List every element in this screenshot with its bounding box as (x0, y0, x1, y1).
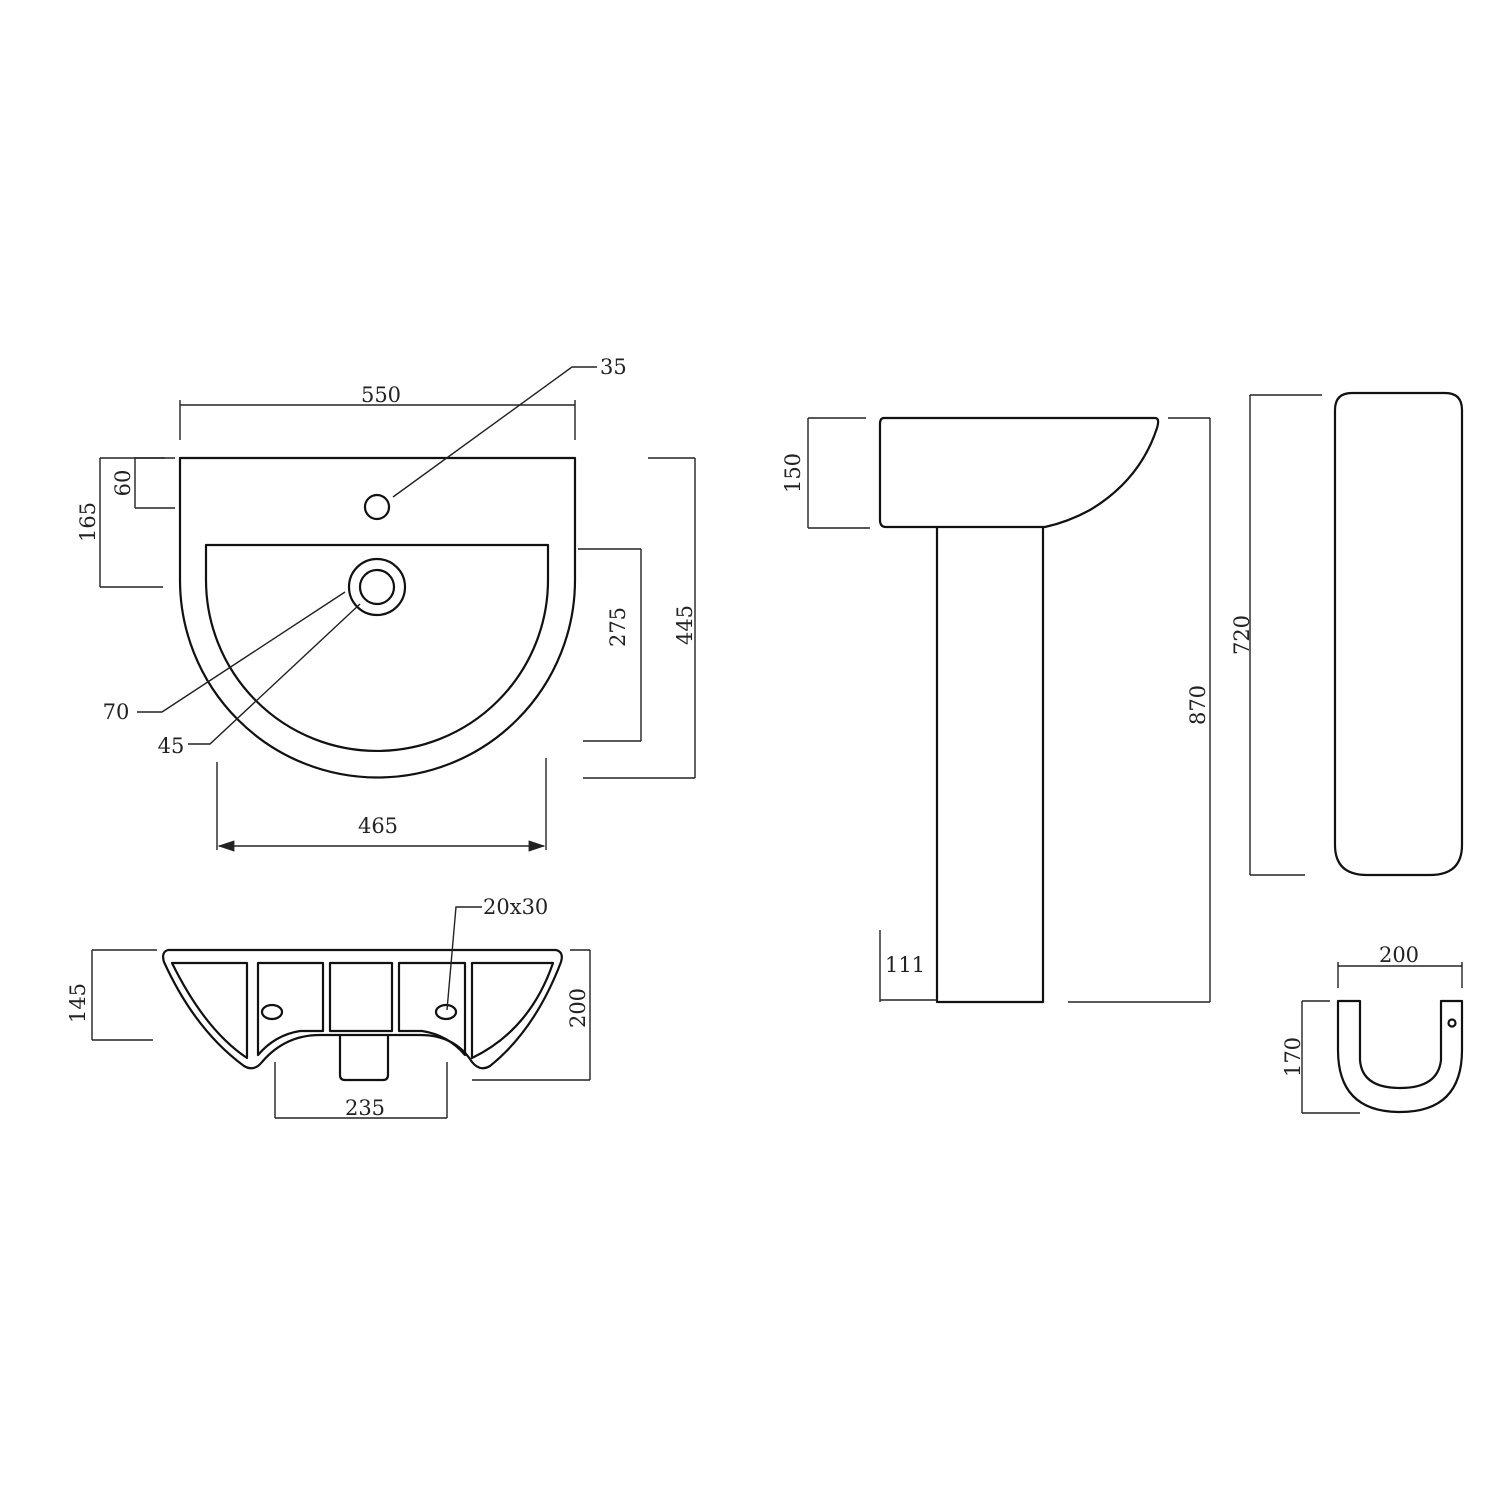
dim-145: 145 (66, 949, 157, 1041)
fixing-slot-right (434, 1003, 458, 1021)
basin-outline (178, 456, 577, 779)
dim-445: 445 (583, 457, 697, 779)
dim-235: 235 (274, 1062, 448, 1120)
dim-label: 720 (1230, 615, 1254, 655)
dim-label: 150 (781, 453, 805, 493)
dim-label: 20x30 (483, 895, 548, 919)
shroud-top-view: 200 170 (1281, 943, 1464, 1114)
dim-150: 150 (781, 417, 870, 529)
shroud-fixing-hole (1447, 1018, 1457, 1028)
pedestal-front-view: 720 (1230, 391, 1464, 877)
dim-870: 870 (1068, 417, 1211, 1003)
dim-label: 70 (103, 700, 130, 724)
basin-side-outline (878, 416, 1160, 529)
dim-20x30: 20x30 (446, 895, 548, 1011)
dim-label: 45 (158, 734, 185, 758)
dim-label: 170 (1281, 1037, 1305, 1077)
dim-label: 235 (345, 1096, 385, 1120)
dim-label: 200 (566, 988, 590, 1028)
basin-front-view: 145 200 235 20x30 (66, 895, 591, 1120)
dim-200-front: 200 (472, 949, 591, 1081)
dim-label: 165 (76, 502, 100, 542)
dim-label: 445 (673, 605, 697, 645)
dim-label: 60 (111, 470, 135, 497)
dim-111: 111 (879, 930, 937, 1002)
fixing-slot-left (260, 1003, 284, 1021)
dim-60: 60 (111, 457, 175, 509)
waste-outlet (338, 1036, 390, 1082)
dim-35: 35 (392, 355, 627, 498)
dim-170: 170 (1281, 1000, 1360, 1114)
dim-465: 465 (216, 758, 547, 852)
dim-720: 720 (1230, 394, 1322, 876)
dim-label: 275 (606, 607, 630, 647)
dim-165: 165 (76, 457, 165, 588)
dim-label: 465 (358, 814, 398, 838)
dim-70: 70 (103, 591, 346, 724)
dim-45: 45 (158, 603, 361, 758)
front-outline (162, 948, 563, 1070)
pedestal-front-outline (1333, 391, 1464, 877)
pedestal-column (935, 527, 1045, 1004)
bowl-outline (204, 543, 550, 753)
waste-outer (347, 557, 407, 617)
dim-label: 200 (1379, 943, 1419, 967)
dim-label: 550 (361, 383, 401, 407)
dim-label: 111 (885, 953, 925, 977)
basin-top-view: 550 35 60 165 445 275 70 45 (76, 355, 697, 852)
shroud-outline (1336, 999, 1464, 1114)
dim-200-shroud: 200 (1337, 943, 1463, 988)
waste-inner (358, 568, 396, 606)
dim-label: 870 (1186, 685, 1210, 725)
dim-label: 145 (66, 983, 90, 1023)
dim-label: 35 (600, 355, 627, 379)
tap-hole (363, 493, 391, 521)
dim-275: 275 (578, 548, 642, 742)
dim-550: 550 (179, 383, 576, 440)
pedestal-side-view: 150 870 111 (781, 416, 1211, 1004)
